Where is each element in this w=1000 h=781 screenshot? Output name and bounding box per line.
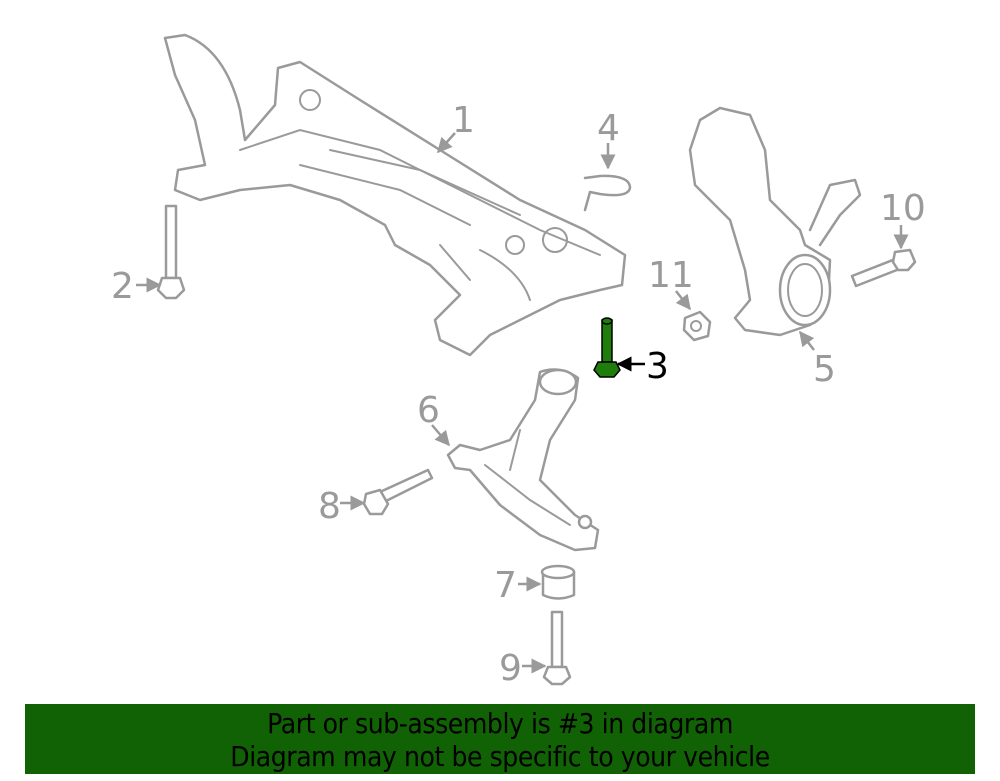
banner-line-2: Diagram may not be specific to your vehi… — [230, 740, 770, 773]
part-11-nut[interactable] — [682, 310, 712, 342]
part-9-bolt[interactable] — [542, 610, 572, 686]
part-8-bolt[interactable] — [362, 468, 434, 516]
callout-5[interactable]: 5 — [813, 349, 836, 390]
callout-8[interactable]: 8 — [318, 486, 341, 527]
callout-1[interactable]: 1 — [452, 100, 475, 141]
part-7-bushing[interactable] — [540, 564, 576, 600]
callout-arrows — [136, 132, 909, 674]
part-1-subframe[interactable] — [163, 33, 627, 357]
part-6-control-arm[interactable] — [446, 368, 600, 552]
callout-3-selected[interactable]: 3 — [646, 346, 669, 387]
callout-6[interactable]: 6 — [417, 390, 440, 431]
callout-7[interactable]: 7 — [494, 565, 517, 606]
info-banner: Part or sub-assembly is #3 in diagram Di… — [25, 704, 975, 774]
banner-line-1: Part or sub-assembly is #3 in diagram — [267, 707, 733, 740]
callout-10[interactable]: 10 — [880, 188, 926, 229]
part-5-steering-knuckle[interactable] — [688, 106, 862, 337]
callout-2[interactable]: 2 — [111, 266, 134, 307]
part-10-bolt[interactable] — [850, 248, 917, 288]
callout-4[interactable]: 4 — [597, 108, 620, 149]
part-4-bracket[interactable] — [583, 174, 632, 212]
part-2-bolt[interactable] — [156, 204, 186, 300]
part-3-bolt-selected[interactable] — [593, 317, 621, 378]
callout-9[interactable]: 9 — [499, 648, 522, 689]
callout-11[interactable]: 11 — [648, 255, 694, 296]
